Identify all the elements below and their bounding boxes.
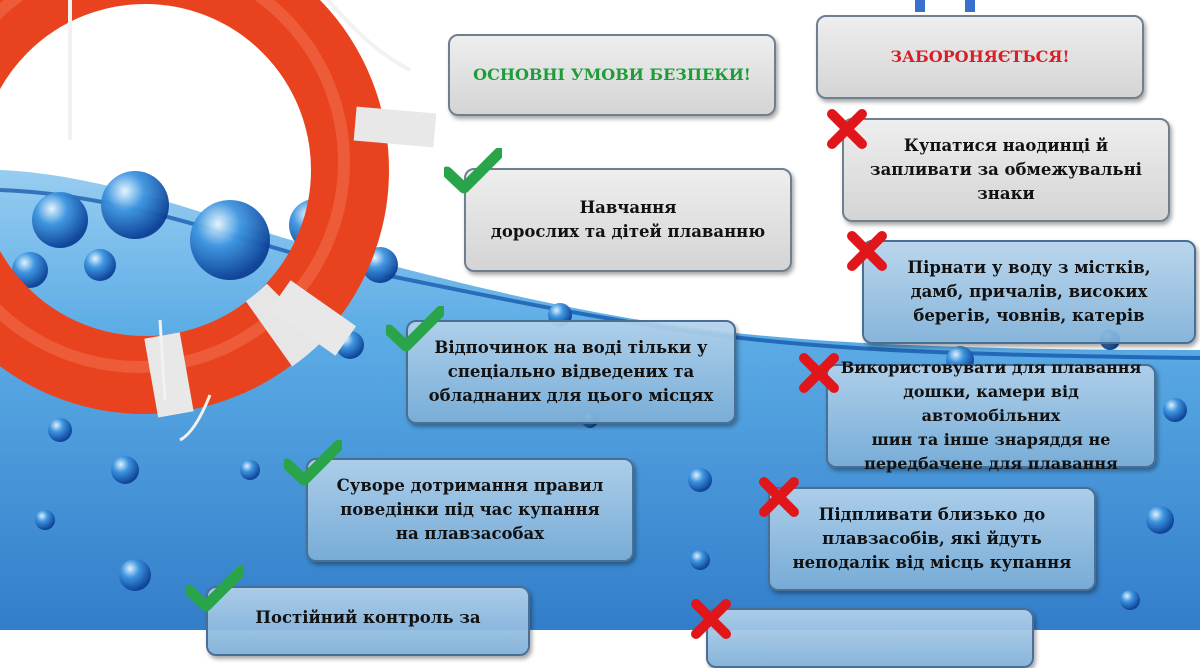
forbidden-item: Купатися наодинці й запливати за обмежув… [842,118,1170,222]
forbidden-item: Використовувати для плавання дошки, каме… [826,358,1156,473]
forbidden-item: Підпливати близько до плавзасобів, які й… [768,487,1096,591]
forbidden-item: Пірнати у воду з містків, дамб, причалів… [862,240,1196,344]
check-icon [386,306,444,352]
allowed-item: Навчання дорослих та дітей плаванню [464,168,792,272]
check-icon [186,566,244,612]
cross-icon [847,231,887,271]
life-ring [0,0,437,418]
check-icon [444,148,502,194]
check-icon [284,440,342,486]
cross-icon [691,599,731,639]
cross-icon [827,109,867,149]
allowed-item: Суворе дотримання правил поведінки під ч… [306,458,634,562]
forbidden-heading: ЗАБОРОНЯЄТЬСЯ! [816,15,1144,99]
cross-icon [799,353,839,393]
cross-icon [759,477,799,517]
allowed-item: Відпочинок на воді тільки у спеціально в… [406,320,736,424]
forbidden-item [706,608,1034,668]
water-bubbles [12,171,1187,610]
allowed-item: Постійний контроль за [206,586,530,656]
safety-rules-heading: ОСНОВНІ УМОВИ БЕЗПЕКИ! [448,34,776,116]
